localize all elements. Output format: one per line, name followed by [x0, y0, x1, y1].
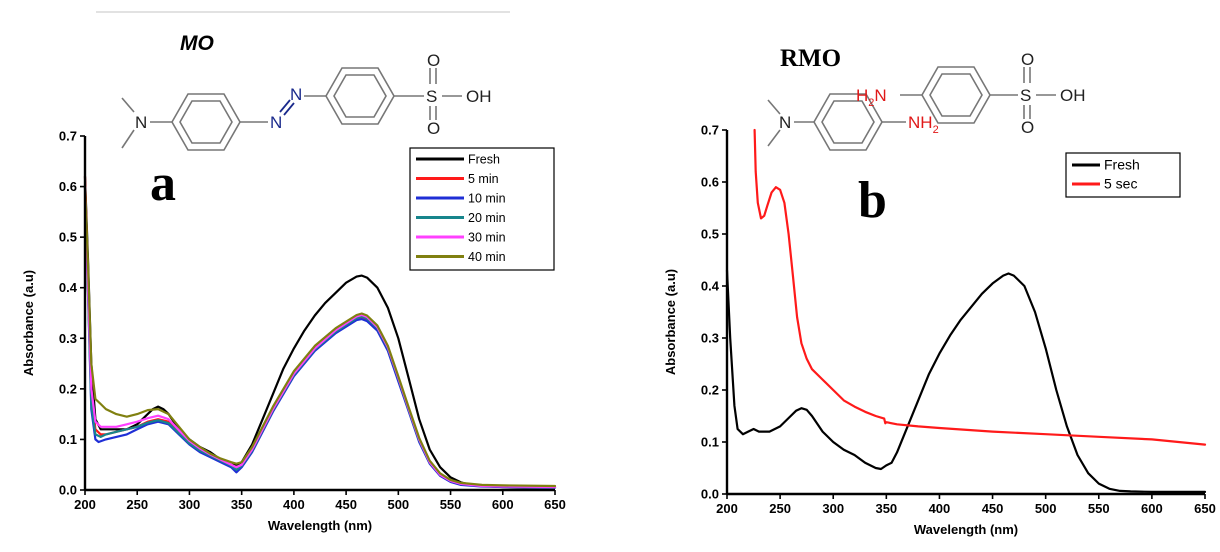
y-tick-label: 0.0: [701, 487, 719, 502]
mo-methyl-bond-top: [121, 97, 135, 113]
y-axis-title: Absorbance (a.u): [21, 270, 36, 376]
rmo-methyl-bond-bottom: [767, 129, 781, 147]
x-tick-label: 650: [1194, 501, 1216, 516]
mo-azo-double-bond-2: [283, 102, 295, 116]
mo-hydroxyl: OH: [466, 87, 492, 106]
rmo-nh2-label: NH2: [908, 113, 939, 136]
mo-sulfur: S: [426, 87, 437, 106]
y-tick-label: 0.0: [59, 483, 77, 498]
x-tick-label: 500: [1035, 501, 1057, 516]
y-tick-label: 0.7: [59, 129, 77, 144]
mo-oxygen-bottom: O: [427, 119, 440, 138]
legend-label: 10 min: [468, 192, 506, 206]
x-tick-label: 250: [126, 497, 148, 512]
rmo-oxygen-bottom: O: [1021, 118, 1034, 137]
rmo-title: RMO: [780, 45, 841, 72]
rmo-benzene-ring-left-inner: [821, 100, 875, 144]
mo-benzene-ring-left: [171, 93, 241, 151]
x-tick-label: 400: [929, 501, 951, 516]
legend-label: 40 min: [468, 250, 506, 264]
y-tick-label: 0.5: [701, 227, 719, 242]
mo-benzene-ring-right: [325, 67, 395, 125]
rmo-hydroxyl: OH: [1060, 86, 1086, 105]
panel-a-letter: a: [150, 155, 176, 212]
legend-label: Fresh: [468, 153, 500, 167]
mo-benzene-ring-left-inner: [179, 100, 233, 144]
x-tick-label: 600: [1141, 501, 1163, 516]
legend-box: [409, 147, 555, 271]
x-tick-label: 650: [544, 497, 566, 512]
y-tick-label: 0.3: [59, 331, 77, 346]
chart-b-legend: Fresh 5 sec: [1065, 152, 1181, 198]
series-line-5-sec: [753, 128, 1207, 446]
mo-structure: MO N N N S O O OH: [121, 32, 492, 151]
mo-title: MO: [180, 32, 214, 55]
chart-a: 200 250 300 350 400 450 500 550 600 650 0.0 0.1 0.2 0…: [21, 129, 566, 534]
legend-box: [1065, 152, 1181, 198]
y-tick-label: 0.1: [59, 432, 77, 447]
x-tick-label: 350: [231, 497, 253, 512]
rmo-oxygen-top: O: [1021, 50, 1034, 69]
x-tick-label: 450: [335, 497, 357, 512]
y-tick-label: 0.4: [59, 280, 78, 295]
x-tick-label: 450: [982, 501, 1004, 516]
mo-azo-double-bond: [279, 99, 291, 113]
x-tick-label: 550: [440, 497, 462, 512]
mo-oxygen-top: O: [427, 51, 440, 70]
legend-label: 30 min: [468, 231, 506, 245]
x-tick-label: 300: [822, 501, 844, 516]
panel-b-letter: b: [858, 172, 887, 229]
x-tick-label: 250: [769, 501, 791, 516]
y-tick-label: 0.6: [701, 175, 719, 190]
legend-label: 5 min: [468, 172, 499, 186]
series-line-40-min: [83, 185, 557, 488]
y-axis-title: Absorbance (a.u): [663, 269, 678, 375]
y-tick-label: 0.5: [59, 230, 77, 245]
chart-b: 200 250 300 350 400 450 500 550 600 650 0.0 0.1 0.2 0…: [663, 123, 1216, 538]
rmo-sulfur: S: [1020, 86, 1031, 105]
x-tick-label: 500: [387, 497, 409, 512]
mo-amine-n: N: [135, 113, 147, 132]
chart-a-legend: Fresh 5 min 10 min 20 min 30 min 40 min: [409, 147, 555, 271]
y-tick-label: 0.3: [701, 331, 719, 346]
x-axis-title: Wavelength (nm): [268, 518, 372, 533]
x-tick-label: 300: [179, 497, 201, 512]
mo-methyl-bond-bottom: [121, 129, 135, 149]
legend-label: Fresh: [1104, 157, 1140, 173]
series-line-fresh: [83, 175, 557, 489]
x-axis-title: Wavelength (nm): [914, 522, 1018, 537]
y-tick-label: 0.2: [59, 381, 77, 396]
legend-label: 20 min: [468, 211, 506, 225]
x-tick-label: 200: [74, 497, 96, 512]
x-tick-label: 550: [1088, 501, 1110, 516]
series-line-fresh: [725, 269, 1207, 493]
y-tick-label: 0.4: [701, 279, 720, 294]
mo-azo-n2: N: [290, 85, 302, 104]
y-tick-label: 0.2: [701, 383, 719, 398]
x-tick-label: 600: [492, 497, 514, 512]
x-tick-label: 350: [875, 501, 897, 516]
rmo-structure: RMO N NH2 H2N S O O OH: [767, 45, 1086, 151]
x-tick-label: 400: [283, 497, 305, 512]
mo-azo-n1: N: [270, 113, 282, 132]
rmo-benzene-ring-right-inner: [929, 73, 983, 117]
y-tick-label: 0.1: [701, 435, 719, 450]
x-tick-label: 200: [716, 501, 738, 516]
mo-benzene-ring-right-inner: [333, 74, 387, 118]
rmo-amine-n: N: [779, 113, 791, 132]
rmo-methyl-bond-top: [767, 99, 781, 115]
legend-label: 5 sec: [1104, 176, 1137, 192]
y-tick-label: 0.7: [701, 123, 719, 138]
y-tick-label: 0.6: [59, 179, 77, 194]
rmo-h2n-label: H2N: [856, 86, 887, 109]
